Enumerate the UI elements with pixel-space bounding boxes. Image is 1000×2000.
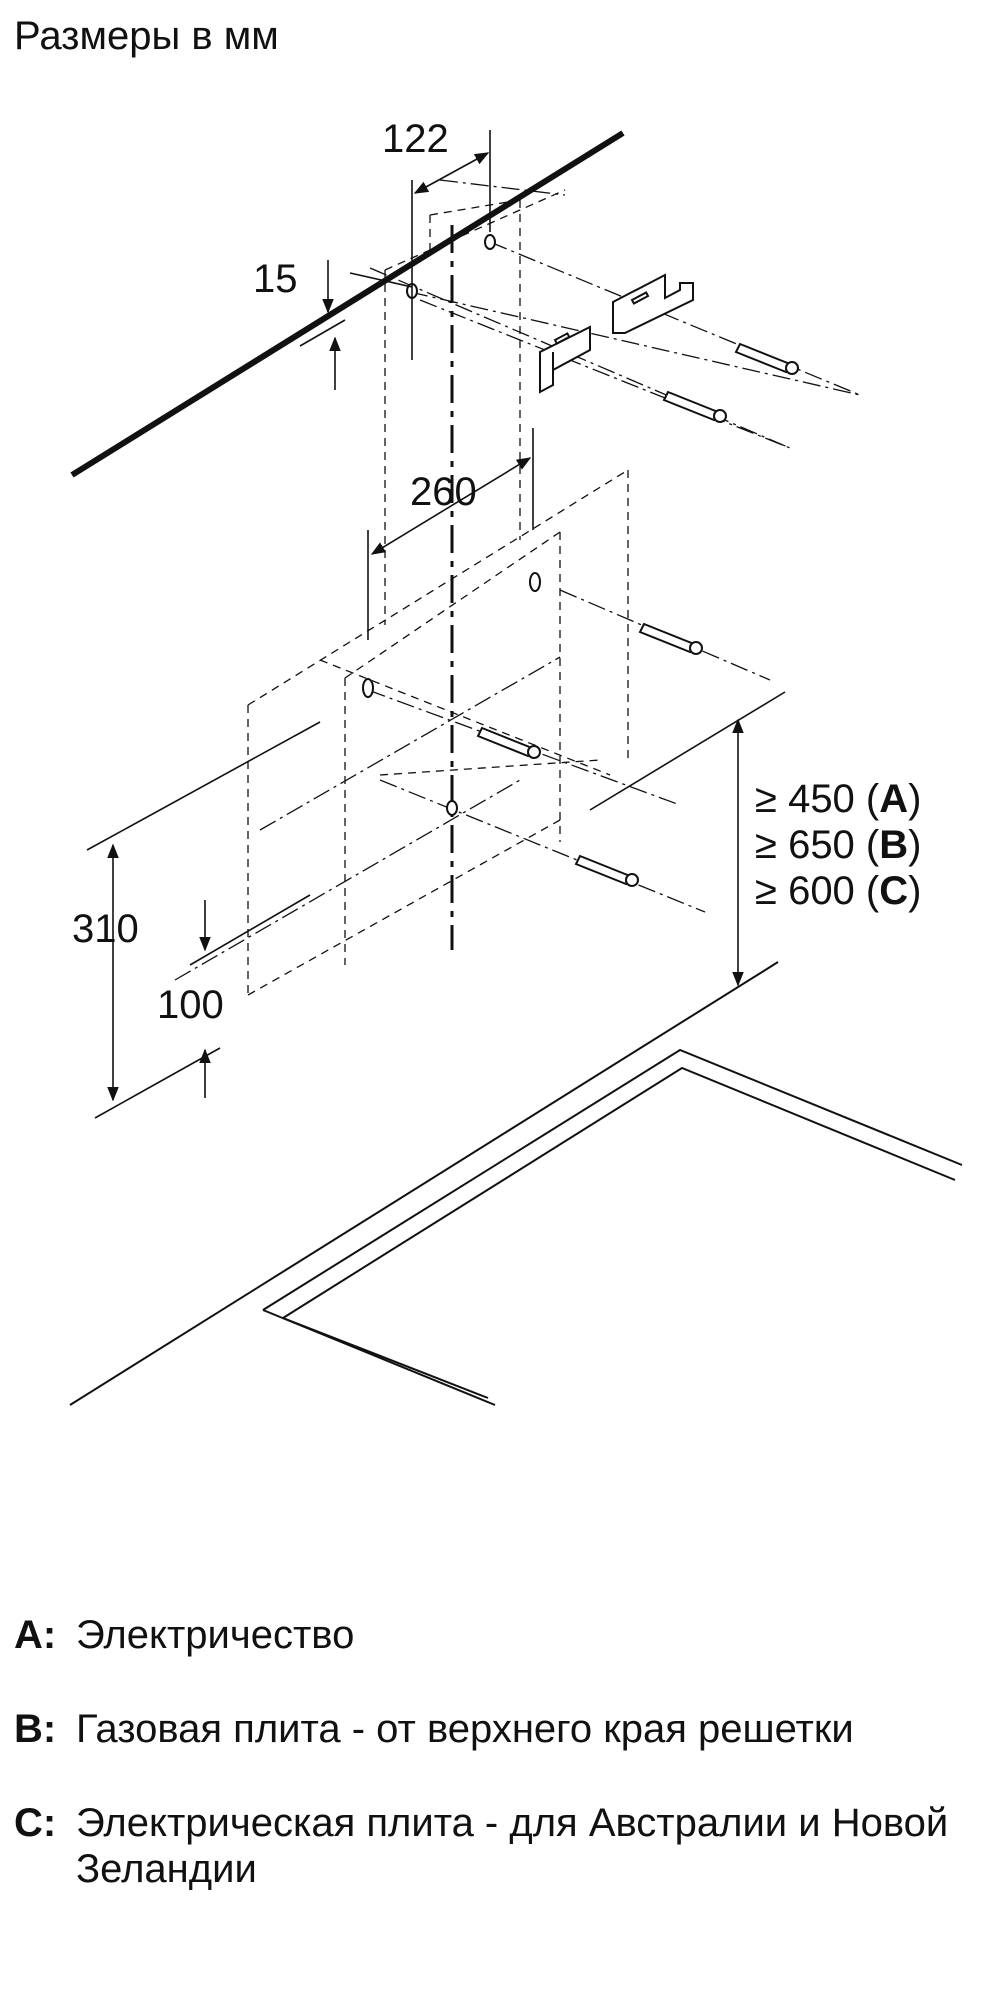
clearance-c: ≥ 600 (C) <box>755 869 921 913</box>
lower-screw-holes <box>362 572 541 816</box>
cooktop-surface <box>69 961 963 1406</box>
legend-text: Электрическая плита - для Австралии и Но… <box>76 1801 949 1891</box>
dim-122 <box>411 130 491 360</box>
legend-key: B: <box>14 1707 57 1751</box>
legend-text: Электричество <box>76 1613 355 1657</box>
lower-dowels <box>476 622 703 887</box>
upper-dowels <box>662 342 799 423</box>
dim-310-label: 310 <box>72 907 139 951</box>
legend-item-a: A: Электричество <box>14 1612 974 1658</box>
clearance-b: ≥ 650 (B) <box>755 823 921 867</box>
dim-15 <box>299 260 413 390</box>
dim-260 <box>367 428 534 640</box>
clearance-a: ≥ 450 (A) <box>755 777 921 821</box>
dim-15-label: 15 <box>253 257 298 301</box>
hood-bottom-lines <box>86 691 786 1119</box>
dim-122-label: 122 <box>382 117 449 161</box>
dim-100-label: 100 <box>157 983 224 1027</box>
dashed-hood-outline-lower <box>247 469 629 996</box>
page-title: Размеры в мм <box>14 14 279 58</box>
installation-diagram: 122 15 260 <box>69 117 963 1406</box>
wall-brackets <box>539 273 694 394</box>
legend-item-b: B: Газовая плита - от верхнего края реше… <box>14 1706 974 1752</box>
legend-key: A: <box>14 1613 57 1657</box>
legend-key: C: <box>14 1801 57 1845</box>
dim-260-label: 260 <box>410 470 477 514</box>
ceiling-line <box>70 130 625 478</box>
legend-text: Газовая плита - от верхнего края решетки <box>76 1707 854 1751</box>
legend-item-c: C: Электрическая плита - для Австралии и… <box>14 1800 974 1892</box>
